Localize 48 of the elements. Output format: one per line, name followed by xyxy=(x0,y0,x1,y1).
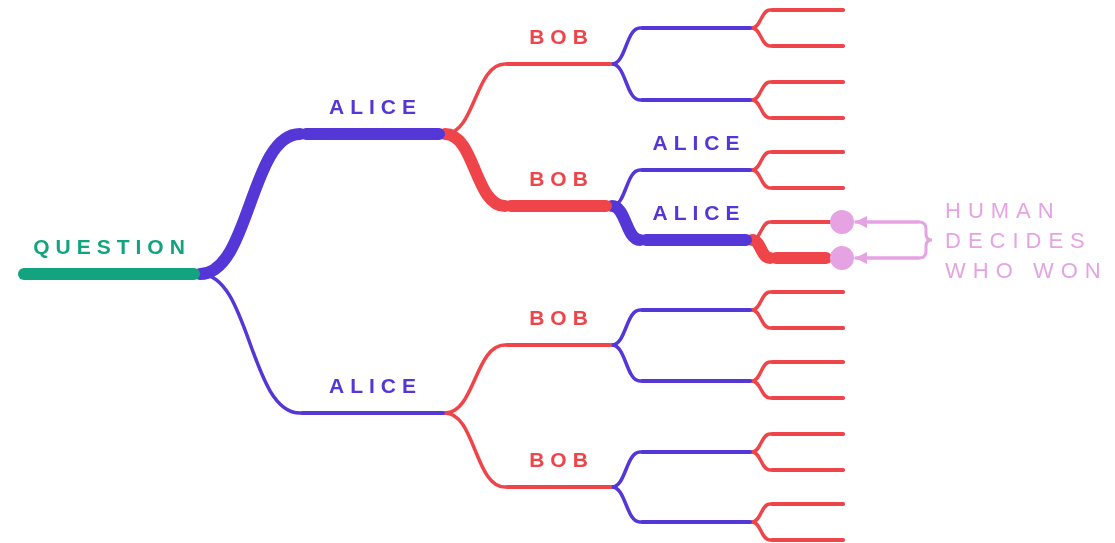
branch-label: ALICE xyxy=(651,130,747,156)
end-dot xyxy=(830,246,854,270)
branch-connector xyxy=(610,485,642,524)
branch-connector xyxy=(443,411,507,489)
branch-line xyxy=(770,538,845,542)
branch-line xyxy=(770,468,845,472)
branch-line xyxy=(640,520,752,524)
branch-connector xyxy=(610,62,642,102)
branch-connector xyxy=(750,26,772,48)
branch-line xyxy=(640,379,752,383)
arrow xyxy=(854,252,920,264)
branch-line xyxy=(770,396,845,400)
branch-label: ALICE xyxy=(328,373,423,399)
branch-line xyxy=(770,150,845,154)
branch-connector xyxy=(610,343,642,383)
branch-line xyxy=(770,116,845,120)
branch-line xyxy=(770,8,845,12)
branch-line xyxy=(770,290,845,294)
branch-label: BOB xyxy=(528,166,595,192)
branch-line xyxy=(640,26,752,30)
branch-label: BOB xyxy=(528,24,595,50)
branch-label: ALICE xyxy=(651,200,747,226)
end-dot xyxy=(830,210,854,234)
arrow xyxy=(854,216,920,228)
branch-line xyxy=(770,326,845,330)
branch-connector xyxy=(750,360,772,383)
note-text: HUMAN DECIDES WHO WON xyxy=(945,197,1109,285)
branch-connector xyxy=(750,308,772,330)
branch-line xyxy=(770,502,845,506)
branch-line xyxy=(640,308,752,312)
branch-connector xyxy=(750,450,772,472)
branch-line xyxy=(640,450,752,454)
branch-connector xyxy=(750,520,772,542)
branch-line xyxy=(770,432,845,436)
branch-line xyxy=(770,360,845,364)
branch-label: BOB xyxy=(528,447,595,473)
branch-label: QUESTION xyxy=(32,234,192,260)
branch-connector xyxy=(750,379,772,400)
branch-line xyxy=(640,98,752,102)
branch-line xyxy=(770,44,845,48)
branch-line xyxy=(770,220,832,224)
branch-connector xyxy=(750,98,772,120)
branch-label: ALICE xyxy=(328,94,423,120)
branch-line xyxy=(770,186,845,190)
branch-line xyxy=(770,252,832,264)
branch-label: BOB xyxy=(528,305,595,331)
branch-connector xyxy=(750,168,772,190)
branch-line xyxy=(770,80,845,84)
